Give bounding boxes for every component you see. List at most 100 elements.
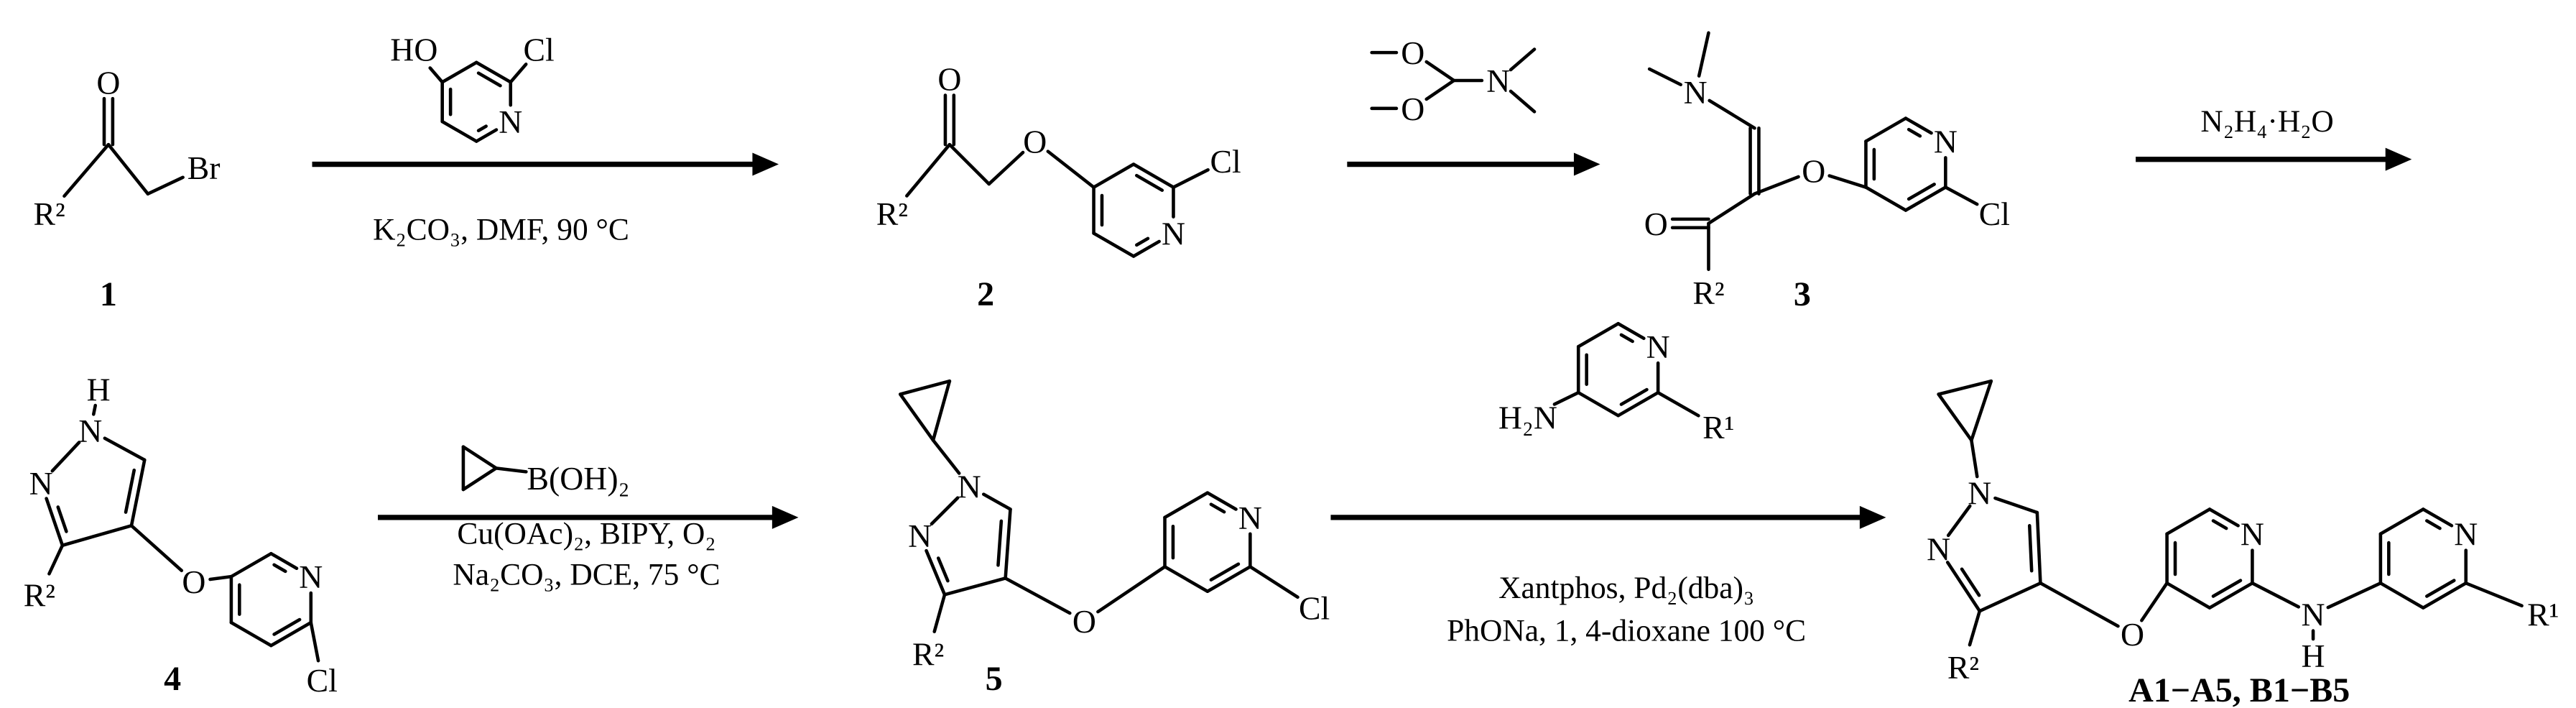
reaction-arrow-5 xyxy=(1330,505,1886,529)
atom-label-cl: Cl xyxy=(524,32,555,68)
atom-label-o: O xyxy=(1401,35,1424,71)
reaction-arrow-3 xyxy=(2136,147,2412,171)
double-bond-inner xyxy=(272,617,302,636)
atom-label-o: O xyxy=(1802,153,1825,190)
atom-label-o: O xyxy=(96,64,120,101)
double-bond-inner xyxy=(1209,502,1226,514)
double-bond xyxy=(474,60,513,84)
reaction-arrow-1 xyxy=(312,152,779,176)
single-bond xyxy=(1937,392,1973,442)
atom-label-h: H xyxy=(2302,638,2325,674)
double-bond xyxy=(2422,581,2468,610)
double-bond xyxy=(269,551,299,571)
atom-label-n: N xyxy=(1486,63,1510,99)
single-bond xyxy=(494,466,528,474)
step1-conditions: K₂CO₃, DMF, 90 °C xyxy=(373,213,629,247)
single-bond xyxy=(2165,581,2212,610)
atom-label-n: N xyxy=(499,104,522,140)
single-bond xyxy=(91,403,98,416)
atom-label-br: Br xyxy=(187,150,221,186)
single-bond xyxy=(1697,31,1710,78)
atom-label-n: N xyxy=(2302,597,2325,633)
atom-label-n: N xyxy=(2454,516,2478,553)
single-bond xyxy=(2140,581,2169,622)
single-bond xyxy=(129,524,184,573)
single-bond xyxy=(932,593,947,634)
atom-label-n: N xyxy=(908,518,932,554)
double-bond-inner xyxy=(1619,387,1649,406)
single-bond xyxy=(440,119,478,143)
single-bond xyxy=(2378,507,2425,536)
single-bond xyxy=(1864,116,1908,143)
single-bond xyxy=(898,379,952,396)
reagent-aminopyridine xyxy=(1552,321,1700,418)
single-bond xyxy=(60,524,134,548)
single-bond xyxy=(106,142,150,196)
double-bond-inner xyxy=(1906,183,1936,201)
double-bond-inner xyxy=(1906,127,1922,138)
double-bond xyxy=(1131,162,1175,189)
atom-label-r2: R² xyxy=(876,196,908,232)
double-bond xyxy=(1904,116,1933,135)
single-bond xyxy=(1096,565,1167,614)
single-bond xyxy=(1092,162,1136,189)
double-bond xyxy=(1945,561,1982,613)
double-bond xyxy=(1004,507,1012,580)
single-bond xyxy=(1509,47,1537,72)
atom-label-o: O xyxy=(2121,616,2144,653)
atom-label-r2: R² xyxy=(24,576,55,613)
atom-label-cl: Cl xyxy=(307,662,338,699)
single-bond xyxy=(309,620,320,663)
double-bond xyxy=(1205,491,1238,511)
single-bond xyxy=(440,60,478,84)
atom-label-cl: Cl xyxy=(1210,143,1241,180)
single-bond xyxy=(2464,581,2524,608)
double-bond-inner xyxy=(272,563,287,574)
atom-label-boh2: B(OH)₂ xyxy=(527,460,630,497)
double-bond xyxy=(1131,239,1161,258)
compound-5 xyxy=(898,379,1299,634)
single-bond xyxy=(2039,581,2120,628)
atom-label-ho: HO xyxy=(390,32,437,68)
single-bond xyxy=(1827,174,1868,189)
compound-label-5: 5 xyxy=(986,660,1003,698)
reaction-arrow-4 xyxy=(378,505,799,529)
compound-label-1: 1 xyxy=(100,275,117,313)
single-bond xyxy=(1424,78,1456,101)
atom-label-r2: R² xyxy=(1947,649,1979,686)
atom-label-n: N xyxy=(1162,216,1185,252)
atom-label-cl: Cl xyxy=(1299,590,1330,627)
single-bond xyxy=(1937,379,1993,396)
single-bond xyxy=(1576,321,1620,349)
double-bond-inner xyxy=(1135,173,1164,192)
atom-label-o: O xyxy=(182,564,205,600)
double-bond-inner xyxy=(2425,579,2456,598)
single-bond xyxy=(1509,89,1537,114)
double-bond xyxy=(2422,507,2454,528)
atom-label-n: N xyxy=(1238,500,1262,536)
atom-label-r1: R¹ xyxy=(1702,409,1734,446)
double-bond xyxy=(129,458,147,528)
single-bond xyxy=(1970,438,1979,479)
single-bond xyxy=(509,63,528,84)
single-bond xyxy=(1552,390,1580,406)
single-bond xyxy=(1970,379,1993,442)
single-bond xyxy=(987,150,1025,186)
single-bond xyxy=(1753,175,1800,196)
atom-label-n: N xyxy=(1646,328,1670,365)
single-bond xyxy=(1656,390,1700,418)
atom-label-n: N xyxy=(299,558,323,595)
atom-label-n: N xyxy=(2241,516,2264,553)
reagent-hydroxychloropyridine xyxy=(428,60,528,143)
reaction-arrow-2 xyxy=(1347,152,1600,176)
compound-label-3: 3 xyxy=(1794,275,1811,313)
single-bond xyxy=(1647,67,1683,87)
double-bond xyxy=(1616,321,1646,341)
atom-label-o: O xyxy=(1023,124,1047,160)
single-bond xyxy=(229,551,273,579)
single-bond xyxy=(146,175,185,196)
compound-1 xyxy=(62,96,185,198)
double-bond xyxy=(1904,185,1947,212)
